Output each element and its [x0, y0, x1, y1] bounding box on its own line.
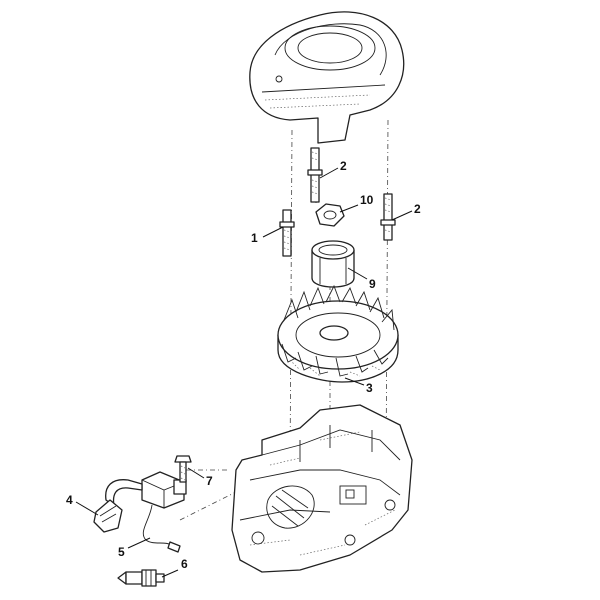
- bolt-2-right: [380, 193, 396, 241]
- flywheel: [277, 284, 399, 383]
- leader-lines: [75, 167, 413, 578]
- ground-lead: [142, 504, 181, 553]
- callout-9: 9: [369, 277, 376, 291]
- engine-block: [231, 404, 413, 573]
- coil-screw: [174, 455, 192, 483]
- callout-2-left: 2: [340, 159, 347, 173]
- callout-7: 7: [206, 474, 213, 488]
- fan-sleeve: [311, 240, 355, 288]
- ignition-coil: [93, 471, 187, 533]
- callout-2-right: 2: [414, 202, 421, 216]
- callout-6: 6: [181, 557, 188, 571]
- bolt-1: [279, 209, 295, 257]
- flywheel-nut: [315, 203, 345, 227]
- callouts: 1 2 2 3 4 5 6 7 9 10: [66, 159, 421, 571]
- blower-housing: [249, 11, 405, 144]
- spark-plug: [117, 569, 165, 587]
- bolt-2-left: [307, 147, 323, 203]
- callout-4: 4: [66, 493, 73, 507]
- callout-5: 5: [118, 545, 125, 559]
- callout-1: 1: [251, 231, 258, 245]
- callout-10: 10: [360, 193, 374, 207]
- callout-3: 3: [366, 381, 373, 395]
